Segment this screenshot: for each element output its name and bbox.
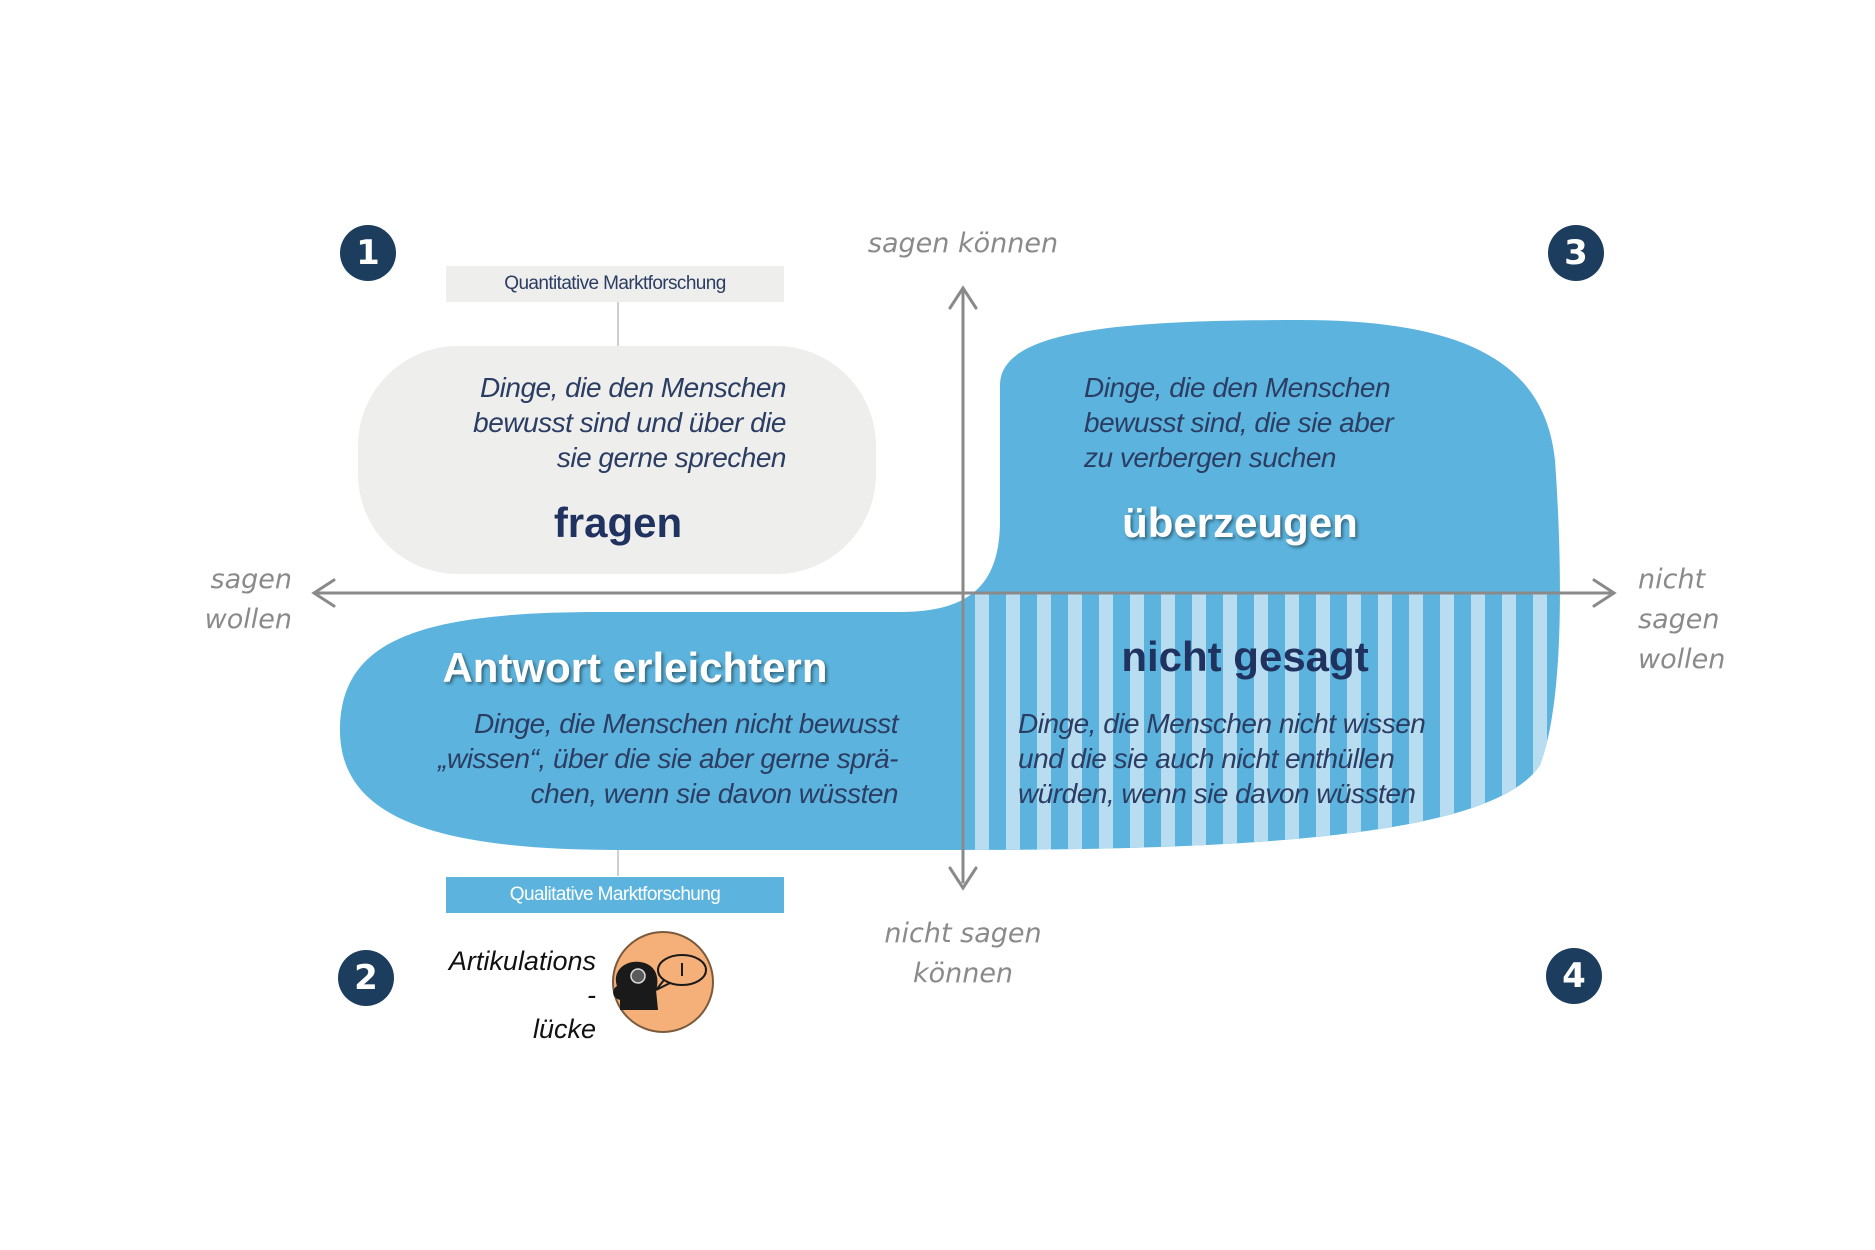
q4-stripes: [975, 592, 1578, 892]
q3-description-line-1: Dinge, die den Menschen: [1084, 372, 1391, 403]
arrow-up-icon: [948, 285, 978, 310]
qualitative-research-tag: Qualitative Marktforschung: [446, 877, 784, 913]
articulation-gap-line-3: lücke: [532, 1014, 596, 1044]
q4-description-line-3: würden, wenn sie davon wüssten: [1018, 778, 1416, 809]
q3-title: überzeugen: [1122, 499, 1358, 546]
arrow-down-icon: [948, 866, 978, 891]
q4-description: Dinge, die Menschen nicht wissen und die…: [1018, 706, 1488, 811]
q4-stripe: [1161, 592, 1175, 850]
q3-description-line-3: zu verbergen suchen: [1084, 442, 1337, 473]
q2-description-line-2: „wissen“, über die sie aber gerne sprä-: [438, 743, 898, 774]
quadrant-badge-4: 4: [1546, 948, 1602, 1004]
axis-label-right-line-2: sagen: [1638, 604, 1720, 635]
q4-stripe: [1409, 592, 1423, 850]
axis-label-left-line-1: sagen: [210, 564, 292, 595]
axis-label-right: nicht sagen wollen: [1638, 560, 1778, 680]
axis-label-bottom: nicht sagen können: [800, 914, 1126, 994]
q4-description-line-1: Dinge, die Menschen nicht wissen: [1018, 708, 1426, 739]
q4-stripe: [1006, 592, 1020, 850]
q4-stripe: [1502, 592, 1516, 850]
q4-stripe: [1347, 592, 1361, 850]
axis-label-top: sagen können: [867, 228, 1059, 259]
q1-description-line-1: Dinge, die den Menschen: [479, 372, 787, 403]
q4-stripe: [1378, 592, 1392, 850]
q1-description: Dinge, die den Menschen bewusst sind und…: [380, 370, 786, 475]
axes: [311, 285, 1617, 891]
q4-stripe: [1130, 592, 1144, 850]
q4-stripe: [1192, 592, 1206, 850]
q2-title: Antwort erleichtern: [442, 644, 828, 691]
quadrant-badge-1: 1: [340, 225, 396, 281]
q3-description: Dinge, die den Menschen bewusst sind, di…: [1084, 370, 1504, 475]
q4-stripe: [1440, 592, 1454, 850]
axis-label-bottom-line-2: können: [912, 958, 1014, 989]
axis-label-right-line-3: wollen: [1638, 644, 1726, 675]
q2-description-line-1: Dinge, die Menschen nicht bewusst: [474, 708, 898, 739]
arrow-left-icon: [311, 578, 336, 608]
axis-label-left: sagen wollen: [180, 560, 292, 640]
q2-description: Dinge, die Menschen nicht bewusst „wisse…: [398, 706, 898, 811]
q4-stripe: [1037, 592, 1051, 850]
q4-stripe: [1223, 592, 1237, 850]
quantitative-research-tag: Quantitative Marktforschung: [446, 266, 784, 302]
q4-title: nicht gesagt: [1121, 633, 1369, 680]
arrow-right-icon: [1592, 578, 1617, 608]
q4-stripe: [1471, 592, 1485, 850]
quadrant-badge-3: 3: [1548, 225, 1604, 281]
q4-stripe: [1068, 592, 1082, 850]
q4-stripe: [1254, 592, 1268, 850]
q1-title: fragen: [553, 499, 683, 546]
q3-description-line-2: bewusst sind, die sie aber: [1084, 407, 1394, 438]
q4-stripe: [975, 592, 989, 850]
q1-description-line-3: sie gerne sprechen: [556, 442, 787, 473]
axis-label-right-line-1: nicht: [1638, 564, 1706, 595]
articulation-gap-line-2: -: [587, 980, 596, 1010]
axis-label-left-line-2: wollen: [204, 604, 292, 635]
q4-stripe: [1533, 592, 1547, 850]
q4-stripe: [1316, 592, 1330, 850]
q4-stripe: [1285, 592, 1299, 850]
q1-shape: [358, 346, 876, 574]
q2-description-line-3: chen, wenn sie davon wüssten: [530, 778, 899, 809]
axis-label-bottom-line-1: nicht sagen: [884, 918, 1042, 949]
q4-stripe: [1099, 592, 1113, 850]
q1-description-line-2: bewusst sind und über die: [473, 407, 786, 438]
q4-description-line-2: und die sie auch nicht enthüllen: [1018, 743, 1395, 774]
quadrant-badge-2: 2: [338, 950, 394, 1006]
articulation-gap-label: Artikulations - lücke: [420, 944, 596, 1046]
head-speech-bubble-icon: [612, 931, 714, 1033]
q4-stripe: [1564, 592, 1578, 892]
articulation-gap-line-1: Artikulations: [448, 946, 596, 976]
q4-stripe-group: [975, 592, 1578, 892]
